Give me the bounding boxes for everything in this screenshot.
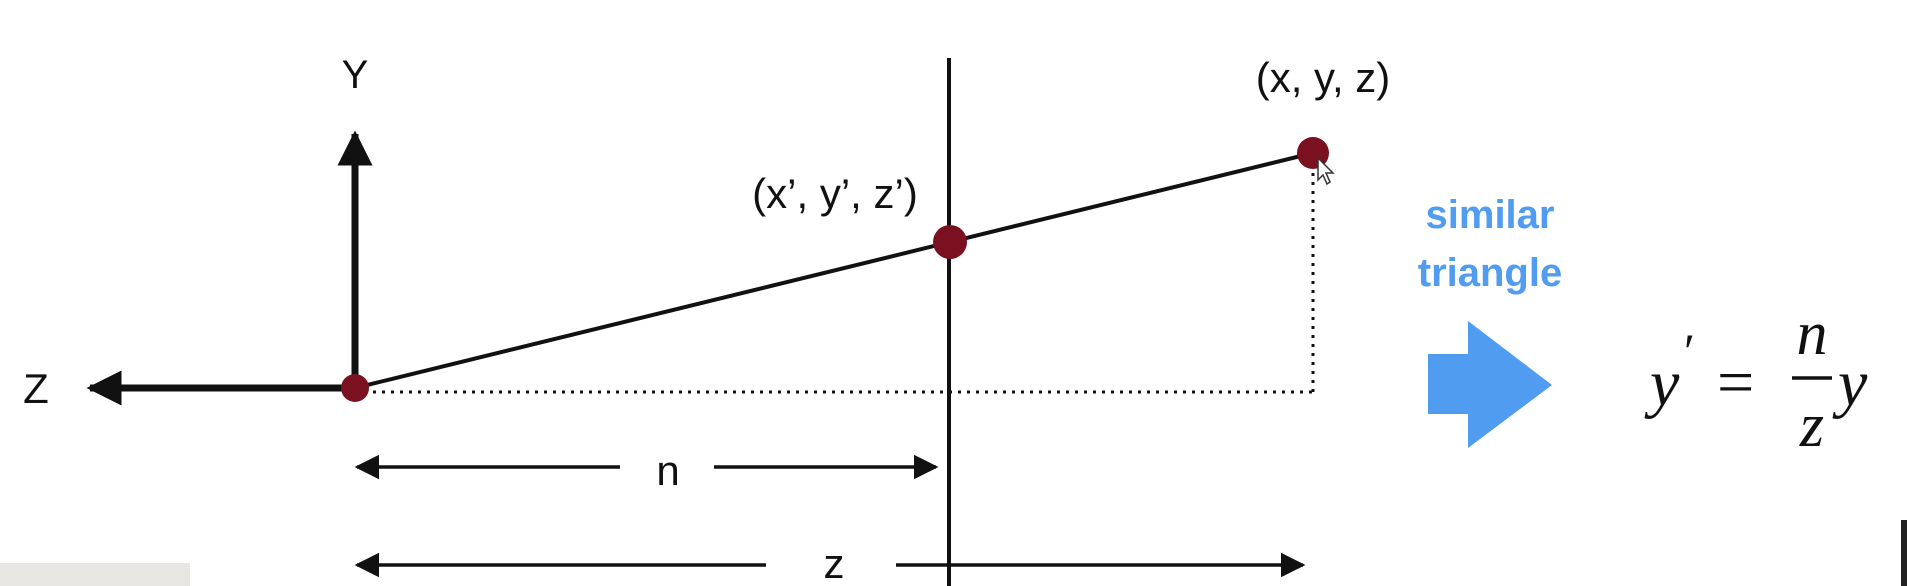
cropped-edge-mark: [1901, 520, 1907, 586]
similar-triangle-formula: y ′ = n z y: [1644, 300, 1868, 460]
projection-ray: [354, 151, 1314, 390]
annotation-line-1: similar: [1426, 193, 1555, 237]
formula-denominator: z: [1799, 392, 1824, 460]
projected-point-label: (x’, y’, z’): [752, 170, 918, 217]
cropped-background-object: [0, 563, 190, 586]
cursor-icon: [1317, 156, 1335, 186]
far-point-label: (x, y, z): [1256, 54, 1391, 101]
y-axis-label: Y: [342, 53, 369, 97]
z-axis-label: Z: [23, 365, 49, 412]
formula-lhs: y: [1644, 347, 1680, 420]
dimension-n-label: n: [656, 447, 679, 494]
formula-rhs: y: [1832, 347, 1868, 420]
formula-numerator: n: [1797, 300, 1828, 368]
formula-prime: ′: [1684, 323, 1695, 379]
annotation-line-2: triangle: [1418, 251, 1562, 295]
dimension-z-label: z: [824, 540, 845, 586]
origin-point: [341, 374, 369, 402]
right-arrow-icon: [1428, 321, 1552, 448]
projected-point: [933, 225, 967, 259]
formula-equals: =: [1717, 346, 1754, 419]
